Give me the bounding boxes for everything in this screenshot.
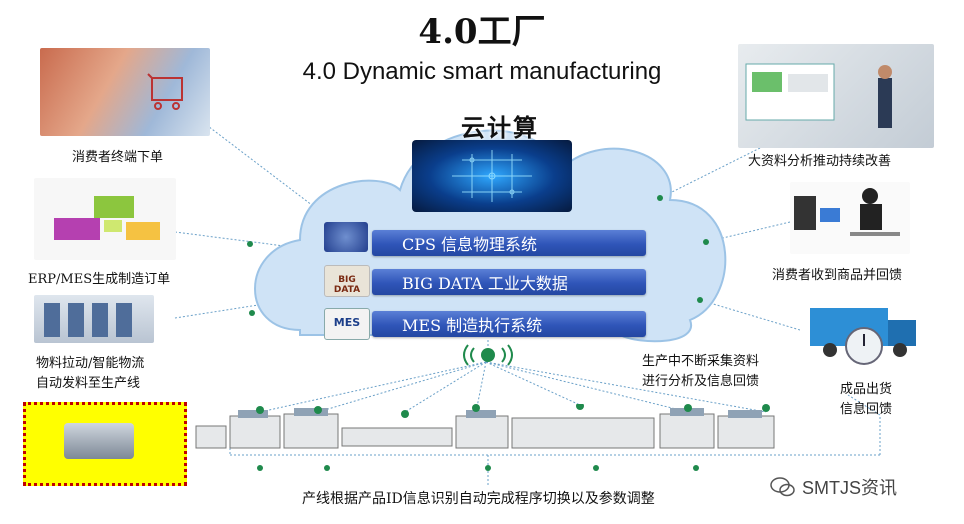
- warehouse-photo: [34, 295, 154, 343]
- mes-icon-text: MES: [333, 316, 361, 329]
- circuit-brain-image: [412, 140, 572, 212]
- left-node-1-label: 消费者终端下单: [72, 150, 164, 165]
- cps-icon: [324, 222, 368, 252]
- cloud-title: 云计算: [461, 114, 539, 142]
- highlight-box: [23, 402, 187, 486]
- right-node-3-label-line1: 成品出货: [840, 382, 893, 397]
- right-node-2-label: 消费者收到商品并回馈: [772, 268, 903, 283]
- page-title: 4.0工厂: [418, 12, 546, 52]
- shopping-cart-photo: [40, 48, 210, 136]
- factory-model-photo: [34, 178, 176, 260]
- production-note-line2: 进行分析及信息回馈: [642, 374, 760, 389]
- mes-layer-bar: MES 制造执行系统: [372, 311, 646, 337]
- watermark-text: SMTJS资讯: [802, 478, 898, 498]
- right-node-3-label-line2: 信息回馈: [840, 402, 893, 417]
- consumer-computer-photo: [790, 182, 910, 254]
- left-node-2-label: ERP/MES生成制造订单: [28, 272, 171, 287]
- watermark: SMTJS资讯: [770, 474, 897, 500]
- big-data-icon: BIG DATA: [324, 265, 370, 297]
- cps-layer-bar: CPS 信息物理系统: [372, 230, 646, 256]
- device-icon: [64, 423, 134, 459]
- big-data-layer-bar: BIG DATA 工业大数据: [372, 269, 646, 295]
- mes-icon: MES: [324, 308, 370, 340]
- left-node-3-label-line2: 自动发料至生产线: [36, 376, 141, 391]
- wechat-icon: [770, 477, 795, 497]
- truck-stopwatch-photo: [800, 300, 928, 368]
- wireless-hub-icon: [456, 343, 520, 367]
- production-line: [190, 402, 800, 456]
- production-note-line1: 生产中不断采集资料: [642, 354, 760, 369]
- data-analysis-photo: [738, 44, 934, 148]
- page-subtitle: 4.0 Dynamic smart manufacturing: [302, 58, 662, 85]
- big-data-icon-text: BIG DATA: [333, 275, 361, 295]
- left-node-3-label-line1: 物料拉动/智能物流: [36, 356, 145, 371]
- bottom-caption: 产线根据产品ID信息识别自动完成程序切换以及参数调整: [302, 491, 655, 507]
- right-node-1-label: 大资料分析推动持续改善: [748, 154, 892, 169]
